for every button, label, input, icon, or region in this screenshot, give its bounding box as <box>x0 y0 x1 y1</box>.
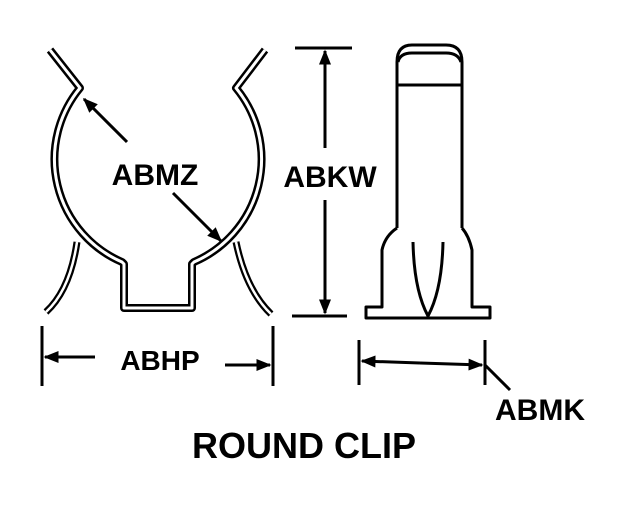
clip-front-view <box>43 47 274 317</box>
abmz-leader-upper <box>82 97 129 144</box>
abmk-label: ABMK <box>495 394 585 427</box>
abhp-dimension <box>40 326 275 386</box>
abhp-label: ABHP <box>120 345 199 376</box>
abmk-dimension <box>357 340 512 392</box>
clip-side-view <box>364 43 492 320</box>
abkw-label: ABKW <box>283 161 377 194</box>
abmz-leader-lower <box>171 191 223 243</box>
abkw-dimension <box>292 46 352 318</box>
abmz-label: ABMZ <box>112 159 199 192</box>
diagram-title: ROUND CLIP <box>192 425 416 466</box>
